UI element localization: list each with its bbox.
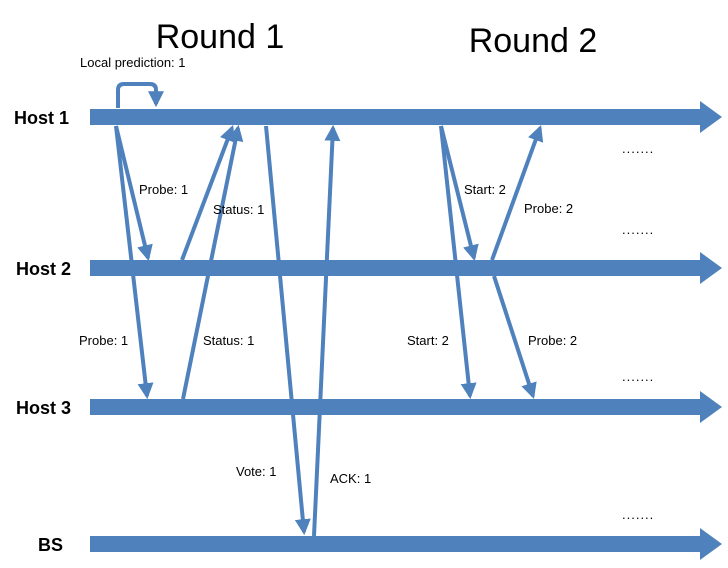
arrow-vote-h1-bs bbox=[264, 125, 311, 536]
lane-label-host1: Host 1 bbox=[14, 108, 69, 128]
local-prediction-label: Local prediction: 1 bbox=[80, 55, 186, 70]
label-status-h2-h1: Status: 1 bbox=[213, 202, 264, 217]
lane-label-bs: BS bbox=[38, 535, 63, 555]
lane-label-host2: Host 2 bbox=[16, 259, 71, 279]
timeline-host1 bbox=[90, 101, 722, 133]
ellipsis-host2: ....... bbox=[622, 222, 654, 237]
timeline-host3 bbox=[90, 391, 722, 423]
arrow-probe-h1-h2 bbox=[114, 125, 153, 262]
ellipsis-host3: ....... bbox=[622, 369, 654, 384]
local-prediction-loop bbox=[116, 82, 164, 108]
label-probe2-h2-h1: Probe: 2 bbox=[524, 201, 573, 216]
arrow-status-h3-h1 bbox=[181, 124, 244, 400]
arrow-probe2-h2-h3 bbox=[492, 275, 537, 400]
round-1-title: Round 1 bbox=[156, 18, 285, 56]
ellipsis-bs: ....... bbox=[622, 507, 654, 522]
arrow-probe2-h2-h1 bbox=[490, 124, 544, 261]
round-2-title: Round 2 bbox=[469, 22, 598, 60]
timeline-bs bbox=[90, 528, 722, 560]
arrow-start-h1-h2 bbox=[439, 125, 479, 262]
label-start-h1-h3: Start: 2 bbox=[407, 333, 449, 348]
label-start-h1-h2: Start: 2 bbox=[464, 182, 506, 197]
arrow-start-h1-h3 bbox=[439, 125, 477, 400]
arrow-status-h2-h1 bbox=[180, 125, 235, 261]
label-ack: ACK: 1 bbox=[330, 471, 371, 486]
arrow-probe-h1-h3 bbox=[114, 125, 154, 400]
label-status-h3-h1: Status: 1 bbox=[203, 333, 254, 348]
label-probe-h1-h3: Probe: 1 bbox=[79, 333, 128, 348]
lane-label-host3: Host 3 bbox=[16, 398, 71, 418]
arrow-ack-bs-h1 bbox=[312, 124, 341, 537]
timeline-host2 bbox=[90, 252, 722, 284]
label-vote: Vote: 1 bbox=[236, 464, 276, 479]
label-probe2-h2-h3: Probe: 2 bbox=[528, 333, 577, 348]
ellipsis-host1: ....... bbox=[622, 141, 654, 156]
label-probe-h1-h2: Probe: 1 bbox=[139, 182, 188, 197]
